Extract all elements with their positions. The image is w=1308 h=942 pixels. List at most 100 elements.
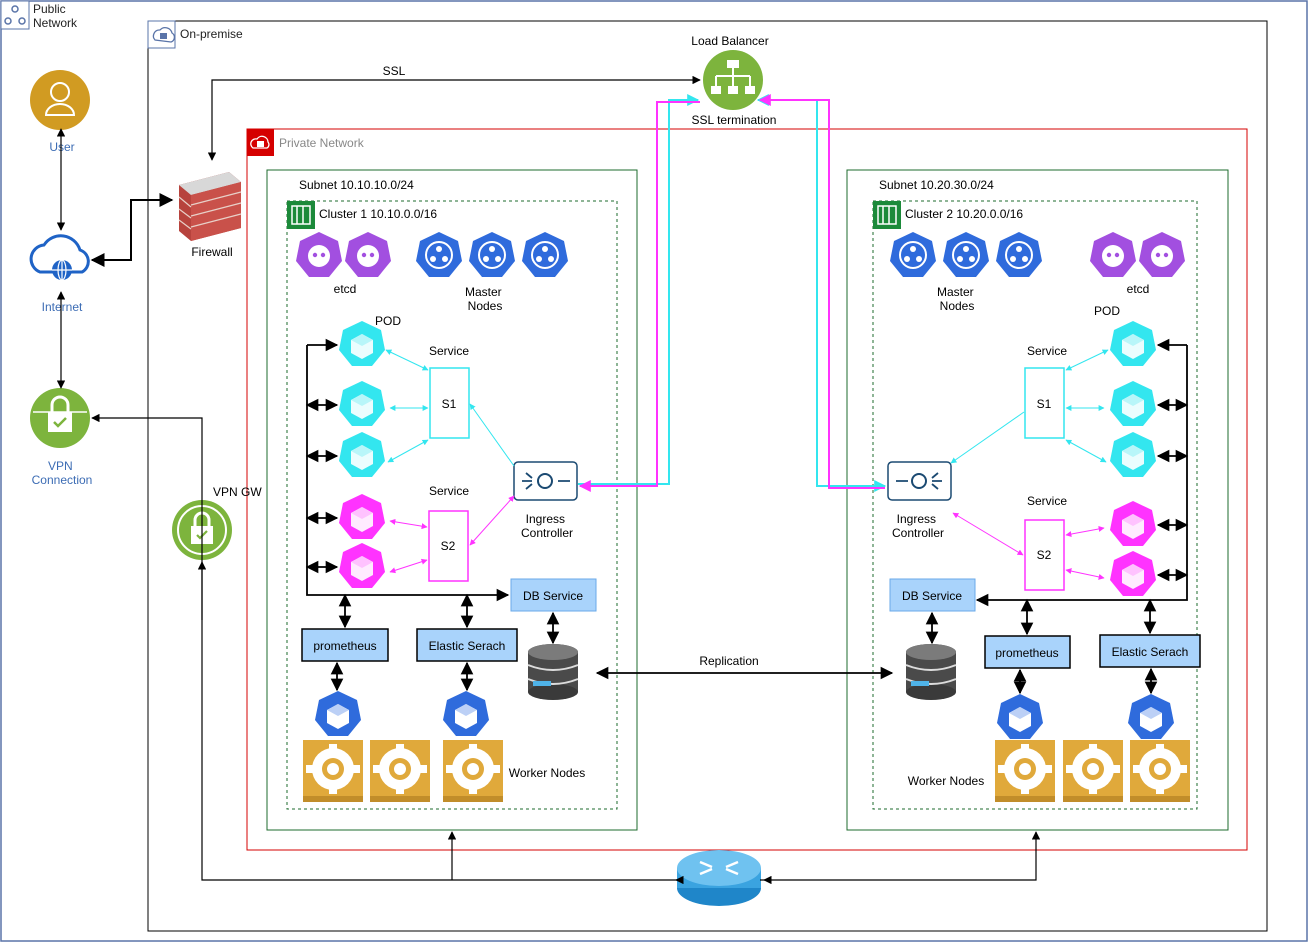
etcd-node-icon — [296, 232, 342, 277]
database-icon — [905, 643, 957, 701]
firewall-icon — [178, 172, 242, 241]
pod-icon — [1110, 381, 1156, 426]
subnet2-zone — [846, 169, 1229, 831]
pod-icon — [1110, 501, 1156, 546]
service-s2-label: S2 — [441, 539, 456, 553]
pod-icon — [339, 432, 385, 477]
elastic-search-box — [416, 628, 518, 662]
prometheus-box — [984, 635, 1071, 669]
pod-icon — [339, 543, 385, 588]
master-nodes-label: Master Nodes — [937, 285, 977, 313]
load-balancer-label: Load Balancer — [691, 34, 768, 48]
kubernetes-node-icon — [315, 691, 361, 736]
worker-node-icon — [995, 740, 1055, 802]
db-service-box — [510, 578, 597, 612]
master-node-icon — [415, 231, 463, 278]
subnet1-zone — [266, 169, 638, 831]
ssl-termination-label: SSL termination — [692, 113, 777, 127]
load-balancer-icon — [703, 50, 763, 110]
service-s1-label: S1 — [1037, 397, 1052, 411]
lb-ingress-links — [578, 94, 887, 492]
vpn-gw-label: VPN GW — [213, 485, 262, 499]
public-network-icon — [0, 0, 30, 30]
worker-node-icon — [370, 740, 430, 802]
master-node-icon — [942, 231, 990, 278]
public-network-label: Public Network — [33, 2, 78, 30]
pod-icon — [1110, 432, 1156, 477]
cluster2-pod-bus — [925, 338, 1189, 695]
worker-nodes-label: Worker Nodes — [908, 774, 984, 788]
etcd-label: etcd — [1127, 282, 1150, 296]
service-s1-label: S1 — [442, 397, 457, 411]
pod-icon — [339, 381, 385, 426]
firewall-label: Firewall — [191, 245, 232, 259]
on-premise-zone — [147, 20, 1268, 932]
cluster1-service-links — [385, 349, 515, 574]
internet-cloud-icon — [29, 234, 90, 281]
service-label: Service — [1027, 344, 1067, 358]
elastic-search-box — [1099, 634, 1201, 668]
ingress-controller-label: Ingress Controller — [892, 512, 944, 540]
service-label: Service — [429, 344, 469, 358]
subnet2-label: Subnet 10.20.30.0/24 — [879, 178, 994, 192]
user-label: User — [49, 140, 74, 154]
etcd-node-icon — [1090, 232, 1136, 277]
etcd-node-icon — [1139, 232, 1185, 277]
worker-node-icon — [1063, 740, 1123, 802]
internet-label: Internet — [42, 300, 83, 314]
private-network-zone — [246, 128, 1248, 851]
prometheus-box — [301, 628, 389, 662]
master-node-icon — [521, 231, 569, 278]
etcd-node-icon — [345, 232, 391, 277]
vpn-connection-icon — [30, 388, 90, 448]
service-label: Service — [429, 484, 469, 498]
cluster1-icon — [287, 201, 315, 229]
ingress-controller-icon — [887, 461, 952, 501]
service-s2-box — [1024, 519, 1065, 591]
master-node-icon — [468, 231, 516, 278]
worker-nodes-label: Worker Nodes — [509, 766, 585, 780]
prometheus-label: prometheus — [313, 639, 376, 653]
pod-icon — [339, 494, 385, 539]
elastic-search-label: Elastic Serach — [1112, 645, 1189, 659]
vpn-connection-label: VPN Connection — [32, 459, 93, 487]
cluster2-icon — [873, 201, 901, 229]
service-label: Service — [1027, 494, 1067, 508]
ingress-controller-label: Ingress Controller — [521, 512, 573, 540]
cluster2-label: Cluster 2 10.20.0.0/16 — [905, 207, 1023, 221]
ssl-label: SSL — [383, 64, 406, 78]
cluster1-pod-bus — [305, 338, 560, 692]
on-premise-label: On-premise — [180, 27, 243, 41]
db-service-label: DB Service — [523, 589, 583, 603]
service-s1-box — [1024, 367, 1065, 439]
pod-label: POD — [1094, 304, 1120, 318]
ingress-controller-icon — [513, 461, 578, 501]
prometheus-label: prometheus — [995, 646, 1058, 660]
db-service-label: DB Service — [902, 589, 962, 603]
database-icon — [527, 643, 579, 701]
service-s1-box — [429, 367, 470, 439]
user-icon — [30, 70, 90, 130]
service-s2-label: S2 — [1037, 548, 1052, 562]
kubernetes-node-icon — [1128, 694, 1174, 739]
db-service-box — [889, 578, 976, 612]
service-s2-box — [428, 510, 469, 582]
router-icon — [677, 850, 761, 906]
cluster1-label: Cluster 1 10.10.0.0/16 — [319, 207, 437, 221]
master-nodes-label: Master Nodes — [465, 285, 505, 313]
replication-label: Replication — [699, 654, 758, 668]
elastic-search-label: Elastic Serach — [429, 639, 506, 653]
worker-node-icon — [1130, 740, 1190, 802]
kubernetes-node-icon — [997, 694, 1043, 739]
cluster2-service-links — [950, 349, 1109, 580]
pod-icon — [1110, 321, 1156, 366]
etcd-label: etcd — [334, 282, 357, 296]
worker-node-icon — [303, 740, 363, 802]
private-network-label: Private Network — [279, 136, 365, 150]
kubernetes-node-icon — [443, 691, 489, 736]
connectors-black — [56, 75, 1041, 885]
cluster2-zone — [872, 200, 1198, 810]
pod-icon — [1110, 551, 1156, 596]
